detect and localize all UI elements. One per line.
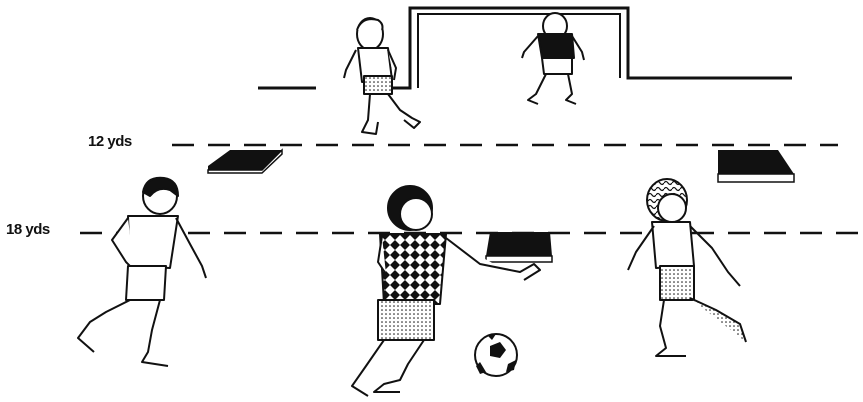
distance-label-12-yds: 12 yds xyxy=(88,133,132,150)
goal-icon xyxy=(258,8,792,88)
cone-marker-icon xyxy=(208,150,282,173)
cone-marker-icon xyxy=(718,150,794,182)
cone-marker-icon xyxy=(486,232,552,262)
player-icon xyxy=(522,13,584,104)
distance-label-18-yds: 18 yds xyxy=(6,221,50,238)
player-icon xyxy=(628,179,746,356)
soccer-ball-icon xyxy=(475,334,517,376)
player-icon xyxy=(78,178,206,366)
